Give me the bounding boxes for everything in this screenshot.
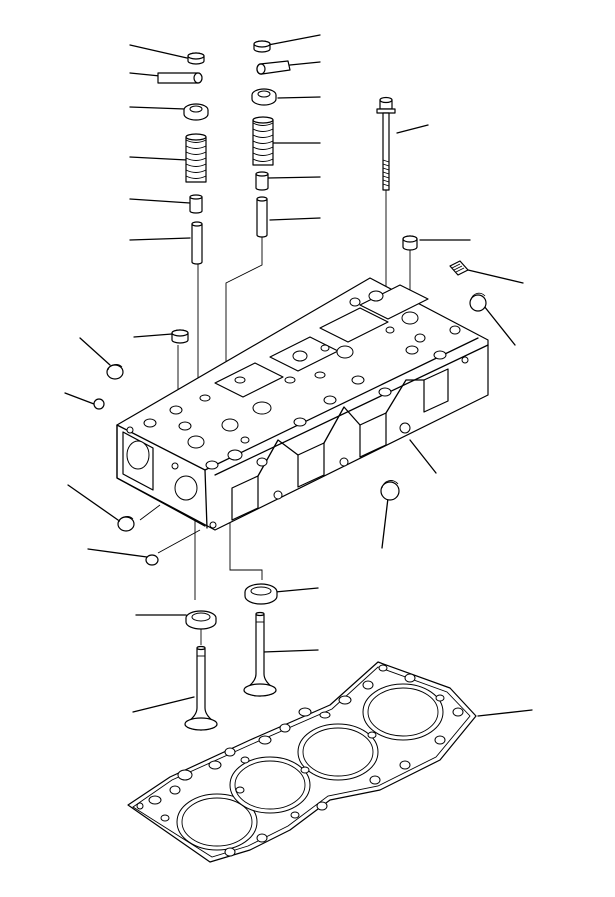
plugs bbox=[93, 235, 487, 566]
exhaust-valve bbox=[243, 611, 277, 697]
valve-cotter-left bbox=[157, 72, 203, 84]
valve-train-right bbox=[251, 40, 291, 238]
plug-left-bottom bbox=[145, 554, 159, 566]
valve-seat-right bbox=[244, 583, 278, 605]
spring-retainer-left bbox=[183, 103, 209, 121]
plug-right-end bbox=[469, 292, 487, 312]
valve-cotter-right bbox=[256, 60, 291, 75]
plug-top bbox=[402, 235, 418, 251]
valve-spring-right bbox=[252, 116, 274, 166]
valve-guide-left bbox=[191, 221, 203, 265]
valve-spring-left bbox=[185, 133, 207, 183]
valve-stem-seal-right bbox=[255, 171, 269, 191]
plug-left-lower bbox=[117, 516, 135, 532]
head-gasket bbox=[127, 661, 477, 863]
valve-stem-seal-left bbox=[189, 194, 203, 214]
plug-left-upper bbox=[171, 329, 189, 344]
plug-left-mid bbox=[106, 364, 124, 380]
valve-seat-left bbox=[185, 610, 217, 630]
spring-retainer-right bbox=[251, 88, 277, 106]
plug-left-small bbox=[93, 398, 105, 410]
valve-keeper-left bbox=[187, 52, 205, 65]
cylinder-head bbox=[116, 277, 489, 531]
valve-guide-right bbox=[256, 196, 268, 238]
plug-right-upper bbox=[449, 260, 469, 276]
head-bolt bbox=[376, 96, 396, 191]
plug-front-lower bbox=[380, 480, 400, 501]
valve-train-left bbox=[157, 52, 209, 265]
valve-keeper-right bbox=[253, 40, 271, 53]
intake-valve bbox=[184, 645, 218, 731]
